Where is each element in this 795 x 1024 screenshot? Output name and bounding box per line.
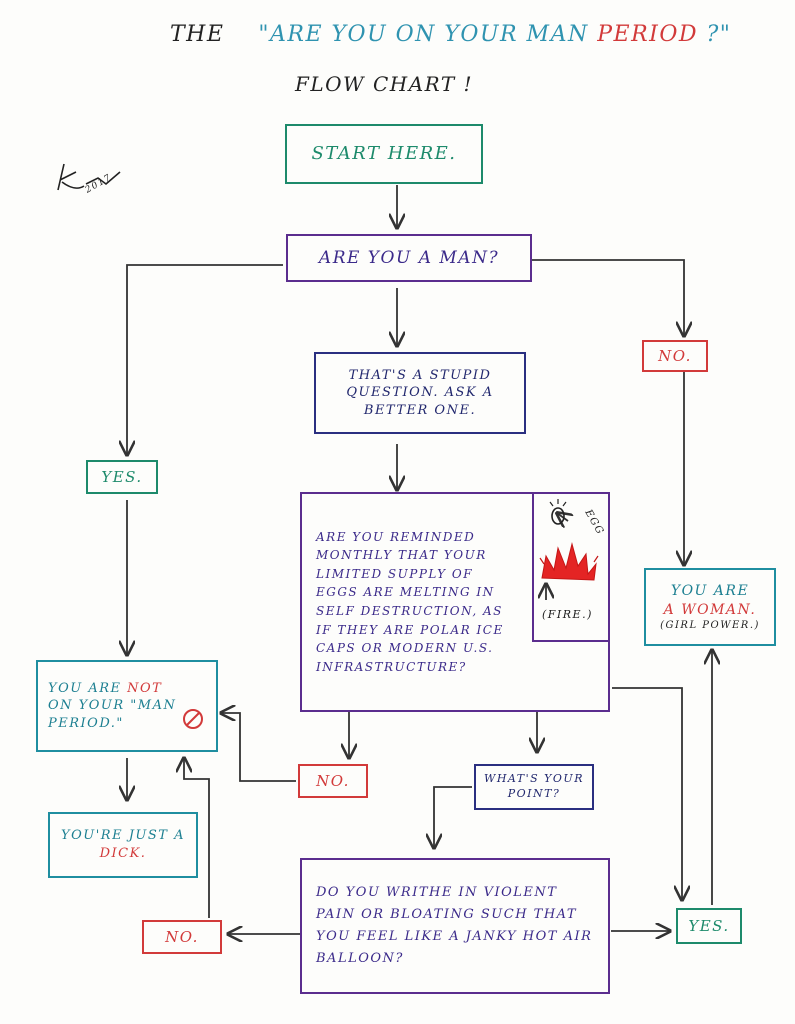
egg-icon xyxy=(549,499,567,525)
whats-your-point-node: WHAT'S YOUR POINT? xyxy=(474,764,594,810)
fire-label: (FIRE.) xyxy=(542,608,593,621)
signature xyxy=(50,150,130,210)
youre-just-a-dick-node: YOU'RE JUST A DICK. xyxy=(48,812,198,878)
prohibited-icon xyxy=(183,709,203,729)
start-node: START HERE. xyxy=(285,124,483,184)
eggs-question-node: ARE YOU REMINDED MONTHLY THAT YOUR LIMIT… xyxy=(300,492,610,712)
no-answer-right: NO. xyxy=(642,340,708,372)
question-are-you-a-man: ARE YOU A MAN? xyxy=(286,234,532,282)
fire-icon xyxy=(539,542,599,581)
chart-subtitle: FLOW CHART ! xyxy=(295,72,474,96)
chart-title: THE "ARE YOU ON YOUR MAN PERIOD ?" xyxy=(170,22,732,47)
yes-answer-left: YES. xyxy=(86,460,158,494)
not-on-man-period-node: YOU ARE NOT ON YOUR "MAN PERIOD." xyxy=(36,660,218,752)
stupid-question-node: THAT'S A STUPID QUESTION. ASK A BETTER O… xyxy=(314,352,526,434)
egg-fire-illustration: EGG (FIRE.) xyxy=(532,492,610,642)
you-are-a-woman-node: YOU ARE A WOMAN. (GIRL POWER.) xyxy=(644,568,776,646)
writhe-question-node: DO YOU WRITHE IN VIOLENT PAIN OR BLOATIN… xyxy=(300,858,610,994)
no-answer-middle: NO. xyxy=(298,764,368,798)
yes-answer-bottom: YES. xyxy=(676,908,742,944)
no-answer-bottom: NO. xyxy=(142,920,222,954)
